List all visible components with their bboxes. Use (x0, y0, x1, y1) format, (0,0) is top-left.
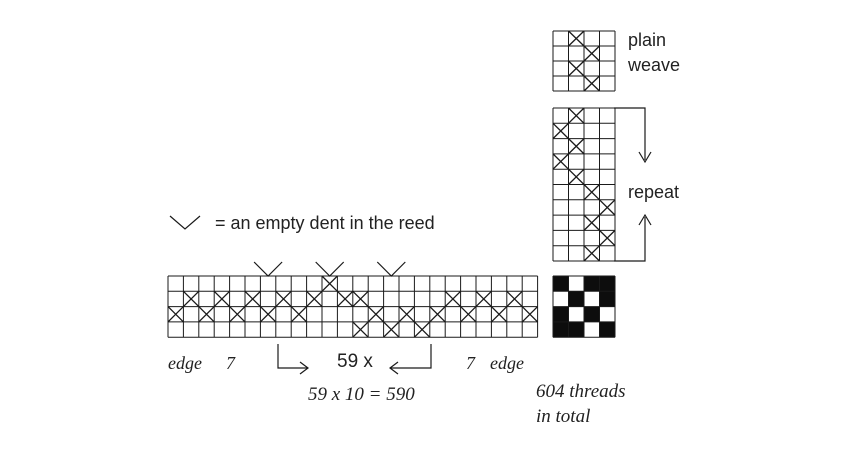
thread-x-mark (490, 306, 508, 323)
thread-x-mark (336, 290, 354, 308)
repeat-start-arrow (277, 344, 308, 369)
drawdown-black-cell (599, 291, 615, 307)
drawdown-grid (552, 275, 616, 338)
drawdown-black-cell (568, 321, 584, 338)
repeat-bracket (614, 107, 652, 262)
edge-left-label: edge (168, 353, 202, 373)
repeat-bracket-top (614, 107, 646, 160)
edge-left-count: 7 (226, 353, 236, 373)
thread-x-mark (167, 306, 184, 323)
thread-x-mark (475, 290, 492, 308)
plain-x-mark (568, 30, 585, 47)
thread-x-mark (213, 290, 231, 308)
thread-x-mark (398, 306, 415, 323)
repeat-x-mark (568, 138, 585, 155)
empty-dent-legend: = an empty dent in the reed (215, 213, 435, 233)
repeat-x-mark (552, 153, 569, 170)
repeat-arrow-down-icon (638, 151, 652, 164)
threading-grid (167, 275, 539, 338)
repeat-x-mark (583, 214, 600, 231)
thread-x-mark (352, 321, 369, 338)
total-label-line1: 604 threads (536, 381, 626, 402)
drawdown-black-cell (553, 321, 569, 338)
thread-x-mark (506, 290, 523, 308)
thread-x-mark (275, 290, 292, 308)
thread-x-mark (521, 306, 539, 323)
drawdown-black-cell (584, 276, 600, 292)
repeat-count-label: 59 x (337, 351, 373, 372)
drawdown-black-cell (599, 276, 615, 292)
drawdown-black-cell (599, 321, 615, 338)
repeat-bracket-bottom (614, 217, 646, 262)
total-label-line2: in total (536, 406, 590, 427)
thread-x-mark (444, 290, 462, 308)
repeat-x-mark (583, 184, 600, 201)
repeat-x-mark (599, 199, 616, 216)
plain-x-mark (583, 75, 600, 92)
thread-x-mark (290, 306, 308, 323)
thread-x-mark (429, 306, 446, 323)
drawdown-black-cell (553, 306, 569, 322)
thread-x-mark (182, 290, 200, 308)
repeat-x-mark (568, 168, 585, 185)
empty-dent-marker-icon (253, 261, 283, 277)
arrow-right-icon (299, 361, 309, 375)
empty-dent-marker-icon (376, 261, 406, 277)
thread-x-mark (383, 321, 400, 338)
plain-weave-label-line2: weave (627, 55, 680, 75)
repeat-x-mark (583, 245, 600, 262)
formula-label: 59 x 10 = 590 (308, 384, 415, 405)
repeat-x-mark (599, 229, 616, 247)
plain-x-mark (568, 60, 585, 77)
thread-x-mark (367, 306, 385, 323)
drawdown-black-cell (568, 291, 584, 307)
plain-x-mark (583, 45, 600, 62)
repeat-label: repeat (628, 182, 679, 202)
thread-x-mark (321, 275, 338, 292)
drawdown-black-cell (553, 276, 569, 292)
thread-x-mark (259, 306, 277, 323)
arrow-left-icon (389, 361, 399, 375)
thread-x-mark (460, 306, 477, 323)
thread-x-mark (198, 306, 215, 323)
repeat-x-mark (552, 122, 569, 140)
plain-weave-label-line1: plain (628, 30, 666, 50)
thread-x-mark (413, 321, 431, 338)
thread-x-mark (306, 290, 323, 308)
edge-right-label: edge (490, 353, 524, 373)
plain-weave-grid (552, 30, 616, 92)
empty-dent-icon (169, 215, 201, 230)
repeat-treadling-grid (552, 107, 616, 262)
thread-x-mark (244, 290, 261, 308)
repeat-arrow-up-icon (638, 213, 652, 226)
thread-x-mark (229, 306, 246, 323)
empty-dent-marker-icon (315, 261, 345, 277)
thread-x-mark (352, 290, 369, 308)
repeat-end-arrow (390, 344, 432, 369)
drawdown-black-cell (584, 306, 600, 322)
edge-right-count: 7 (466, 353, 476, 373)
repeat-x-mark (568, 107, 585, 124)
empty-dent-markers (253, 261, 406, 277)
